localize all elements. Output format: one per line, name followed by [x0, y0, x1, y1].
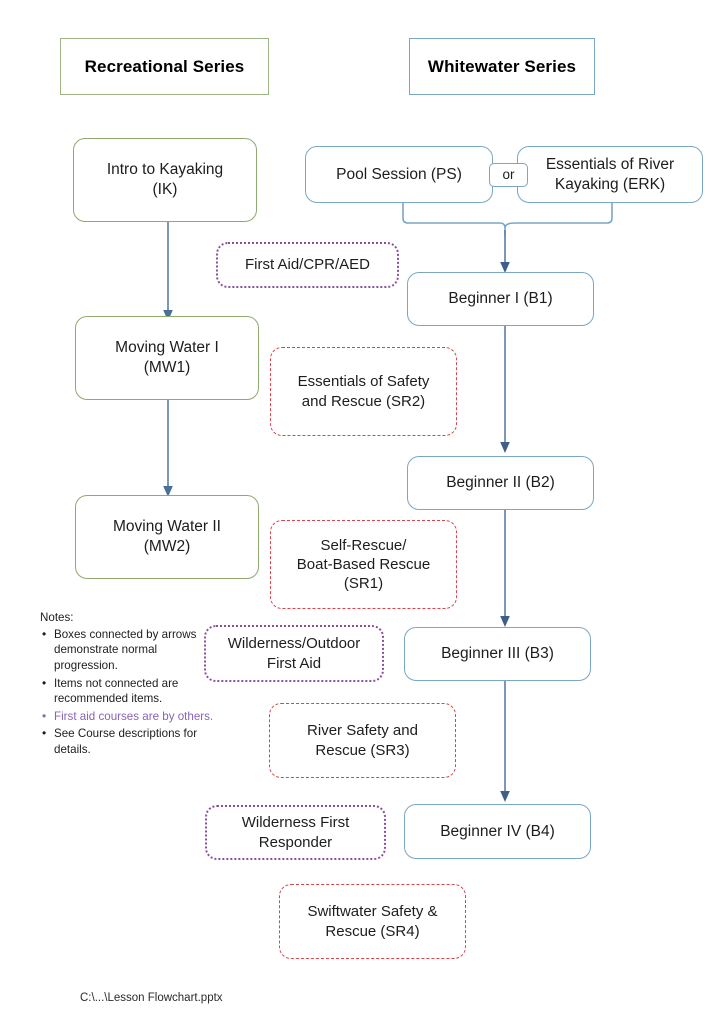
connector-b1-to-b2 [497, 325, 513, 454]
header-whitewater-series: Whitewater Series [409, 38, 595, 95]
course-box-wilderness-outdoor-first-aid[interactable]: Wilderness/Outdoor First Aid [204, 625, 384, 682]
course-box-moving-water-1[interactable]: Moving Water I (MW1) [75, 316, 259, 400]
connector-ik-to-mw1 [160, 218, 176, 322]
course-box-beginner-4[interactable]: Beginner IV (B4) [404, 804, 591, 859]
notes-block: Notes: Boxes connected by arrows demonst… [40, 610, 215, 760]
connector-mw1-to-mw2 [160, 398, 176, 498]
connector-b2-to-b3 [497, 510, 513, 628]
note-item: Boxes connected by arrows demonstrate no… [40, 626, 215, 674]
course-box-essentials-of-safety-and-rescue-sr2[interactable]: Essentials of Safety and Rescue (SR2) [270, 347, 457, 436]
course-box-self-rescue-boat-based-rescue-sr1[interactable]: Self-Rescue/ Boat-Based Rescue (SR1) [270, 520, 457, 609]
course-box-pool-session[interactable]: Pool Session (PS) [305, 146, 493, 203]
note-item: First aid courses are by others. [40, 708, 215, 725]
course-box-moving-water-2[interactable]: Moving Water II (MW2) [75, 495, 259, 579]
notes-title: Notes: [40, 611, 74, 624]
document-path-label: C:\...\Lesson Flowchart.pptx [80, 992, 223, 1004]
course-box-wilderness-first-responder[interactable]: Wilderness First Responder [205, 805, 386, 860]
course-box-first-aid-cpr-aed[interactable]: First Aid/CPR/AED [216, 242, 399, 288]
course-box-essentials-of-river-kayaking[interactable]: Essentials of River Kayaking (ERK) [517, 146, 703, 203]
note-item: Items not connected are recommended item… [40, 675, 215, 707]
connector-b3-to-b4 [497, 681, 513, 803]
connector-ps-erk-merge-to-b1 [395, 200, 620, 274]
course-box-intro-to-kayaking[interactable]: Intro to Kayaking (IK) [73, 138, 257, 222]
course-box-river-safety-and-rescue-sr3[interactable]: River Safety and Rescue (SR3) [269, 703, 456, 778]
connector-label-or: or [489, 163, 528, 187]
note-item: See Course descriptions for details. [40, 725, 215, 757]
course-box-swiftwater-safety-and-rescue-sr4[interactable]: Swiftwater Safety & Rescue (SR4) [279, 884, 466, 959]
course-box-beginner-2[interactable]: Beginner II (B2) [407, 456, 594, 510]
header-recreational-series: Recreational Series [60, 38, 269, 95]
notes-list: Boxes connected by arrows demonstrate no… [40, 626, 215, 758]
course-box-beginner-3[interactable]: Beginner III (B3) [404, 627, 591, 681]
course-box-beginner-1[interactable]: Beginner I (B1) [407, 272, 594, 326]
